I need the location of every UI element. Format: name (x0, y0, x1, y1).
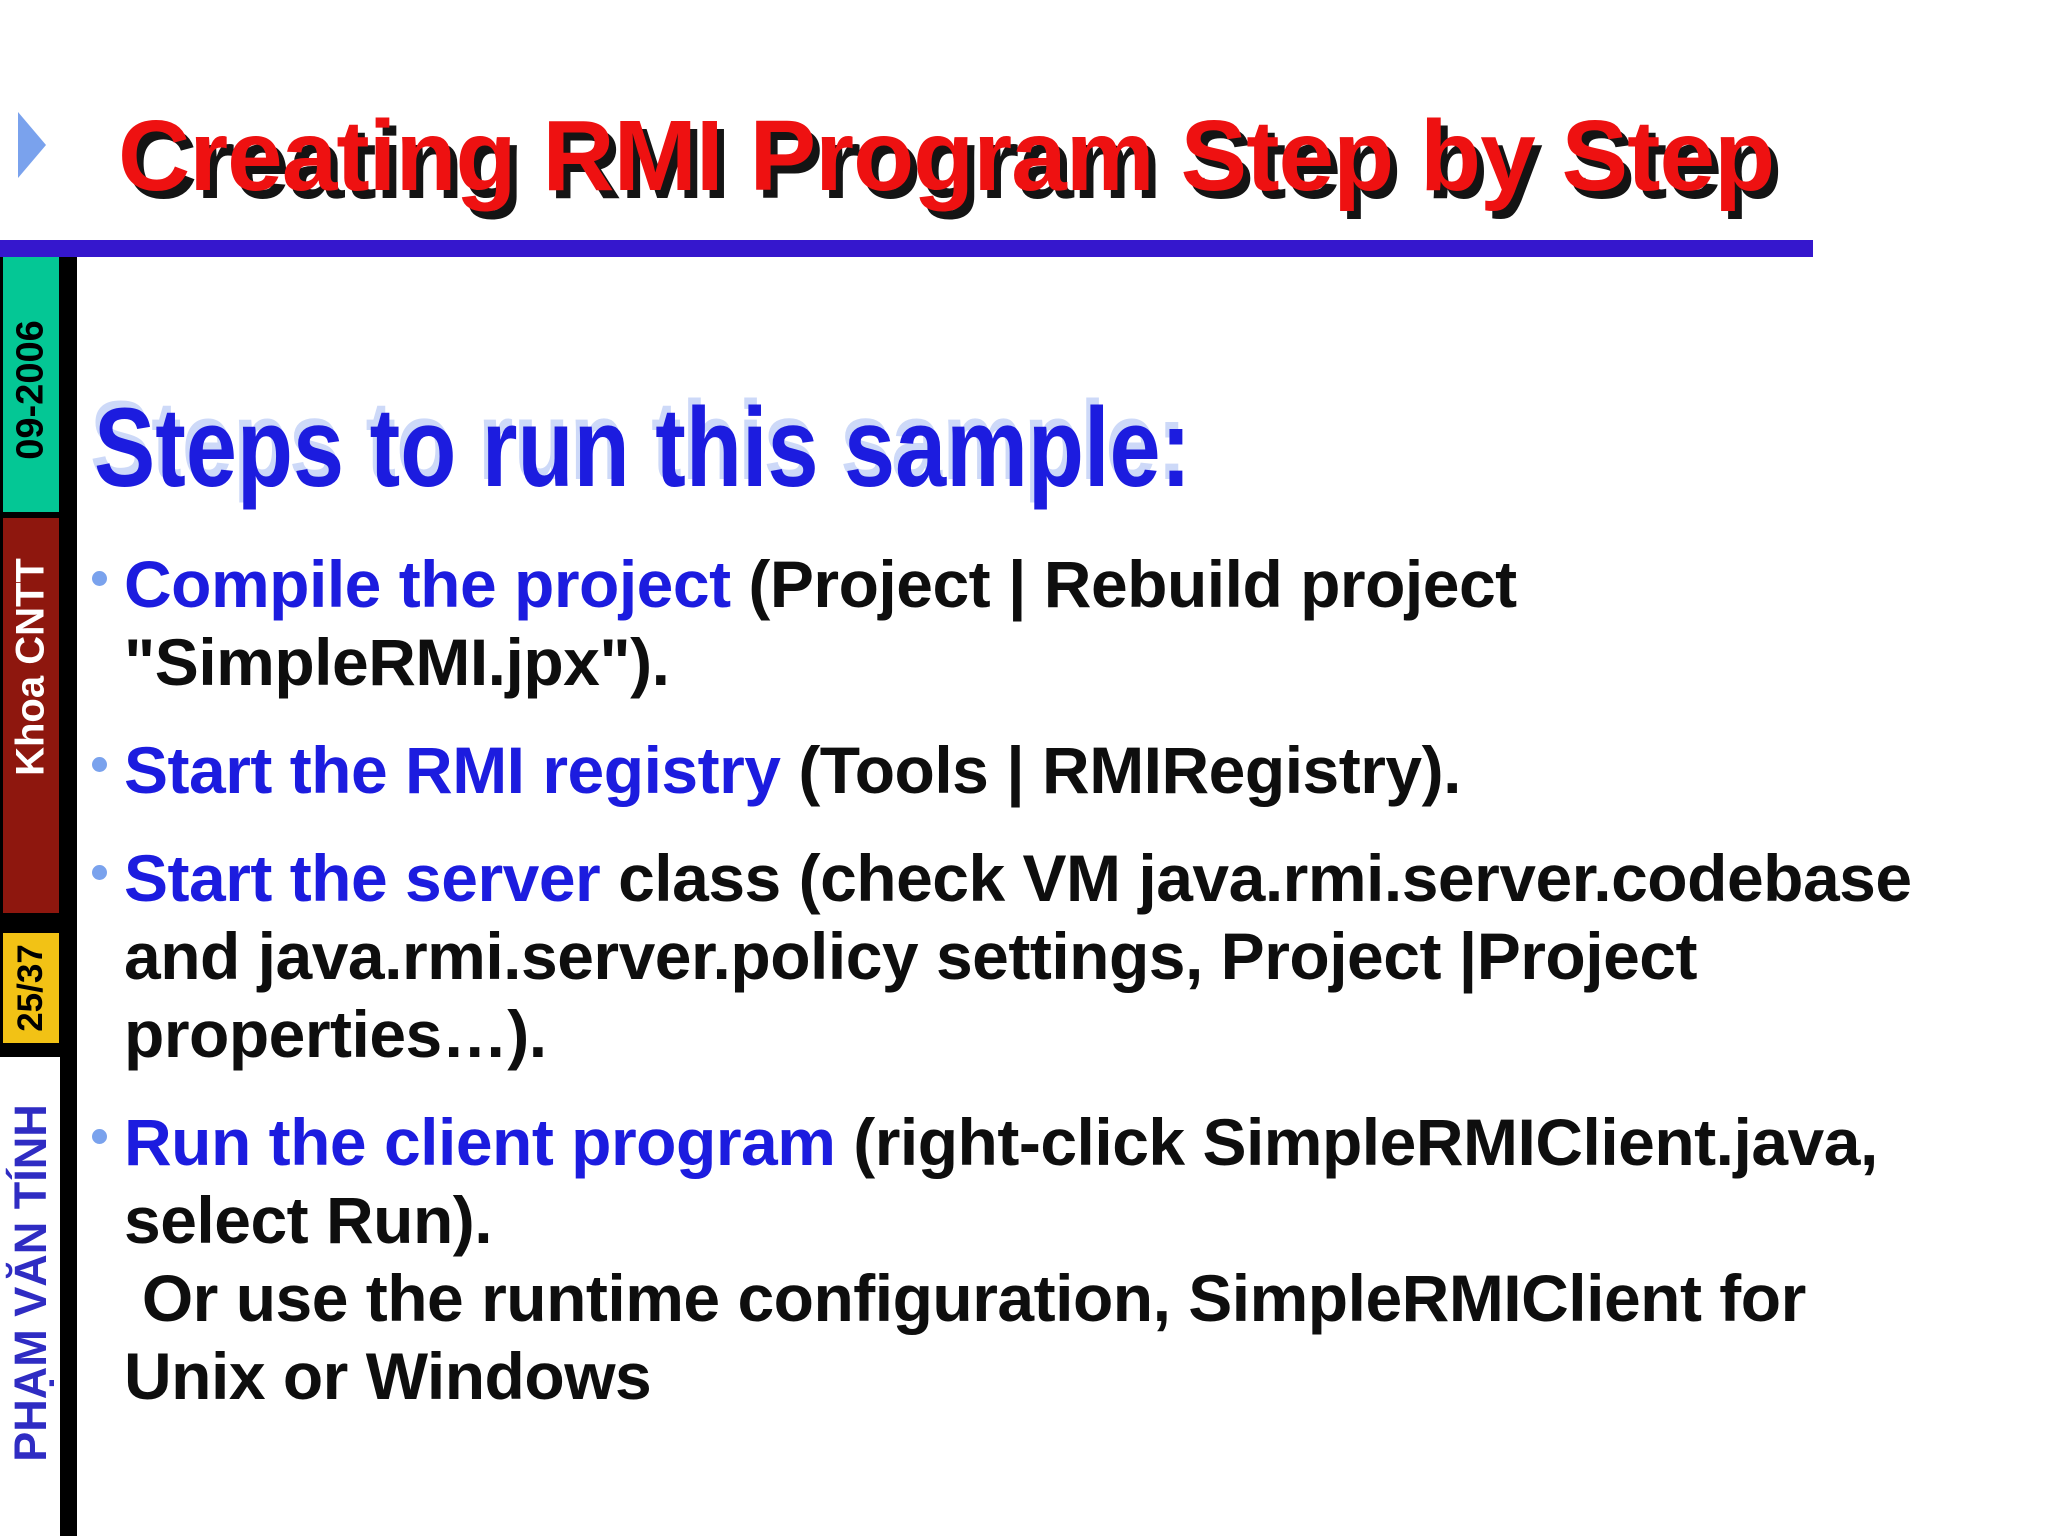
text-run: (right-click SimpleRMIClient.java, selec… (124, 1105, 1878, 1414)
list-item: Start the RMI registry (Tools | RMIRegis… (92, 731, 2048, 809)
text-run: Compile the project (124, 547, 731, 622)
title-bullet-arrow-icon (18, 112, 46, 178)
bullet-dot-icon (92, 571, 107, 587)
bullet-dot-icon (92, 865, 107, 881)
steps-list: Compile the project (Project | Rebuild p… (92, 545, 2048, 1415)
text-run: (Project | Rebuild project "SimpleRMI.jp… (124, 547, 1517, 700)
list-item-text: Start the RMI registry (Tools | RMIRegis… (124, 731, 2024, 809)
list-item-text: Run the client program (right-click Simp… (124, 1103, 2024, 1415)
bullet-dot-icon (92, 757, 107, 773)
list-item: Start the server class (check VM java.rm… (92, 839, 2048, 1073)
slide-body: Steps to run this sample: Compile the pr… (92, 257, 2048, 1415)
text-run: Start the server (124, 841, 601, 916)
slide-title: Creating RMI Program Step by Step (118, 100, 1775, 212)
section-heading: Steps to run this sample: (94, 381, 2048, 515)
list-item: Compile the project (Project | Rebuild p… (92, 545, 2048, 701)
sidebar-page-box (3, 933, 59, 1043)
sidebar-vertical-stripe (60, 257, 77, 1536)
text-run: class (check VM java.rmi.server.codebase… (124, 841, 1912, 1072)
bullet-dot-icon (92, 1129, 107, 1145)
section-heading-text: Steps to run this sample: (94, 385, 1192, 510)
sidebar-date-box (3, 257, 59, 512)
sidebar-date-label: 09-2006 (9, 320, 52, 460)
text-run: Start the RMI registry (124, 733, 781, 808)
sidebar-faculty-box (3, 518, 59, 913)
sidebar-author-label: PHẠM VĂN TÍNH (5, 1104, 56, 1462)
sidebar-faculty-label: Khoa CNTT (8, 558, 53, 776)
title-divider-bar (0, 240, 1813, 257)
text-run: (Tools | RMIRegistry). (780, 733, 1461, 808)
sidebar-page-number: 25/37 (11, 944, 50, 1032)
list-item: Run the client program (right-click Simp… (92, 1103, 2048, 1415)
list-item-text: Compile the project (Project | Rebuild p… (124, 545, 2024, 701)
list-item-text: Start the server class (check VM java.rm… (124, 839, 2024, 1073)
text-run: Run the client program (124, 1105, 836, 1180)
